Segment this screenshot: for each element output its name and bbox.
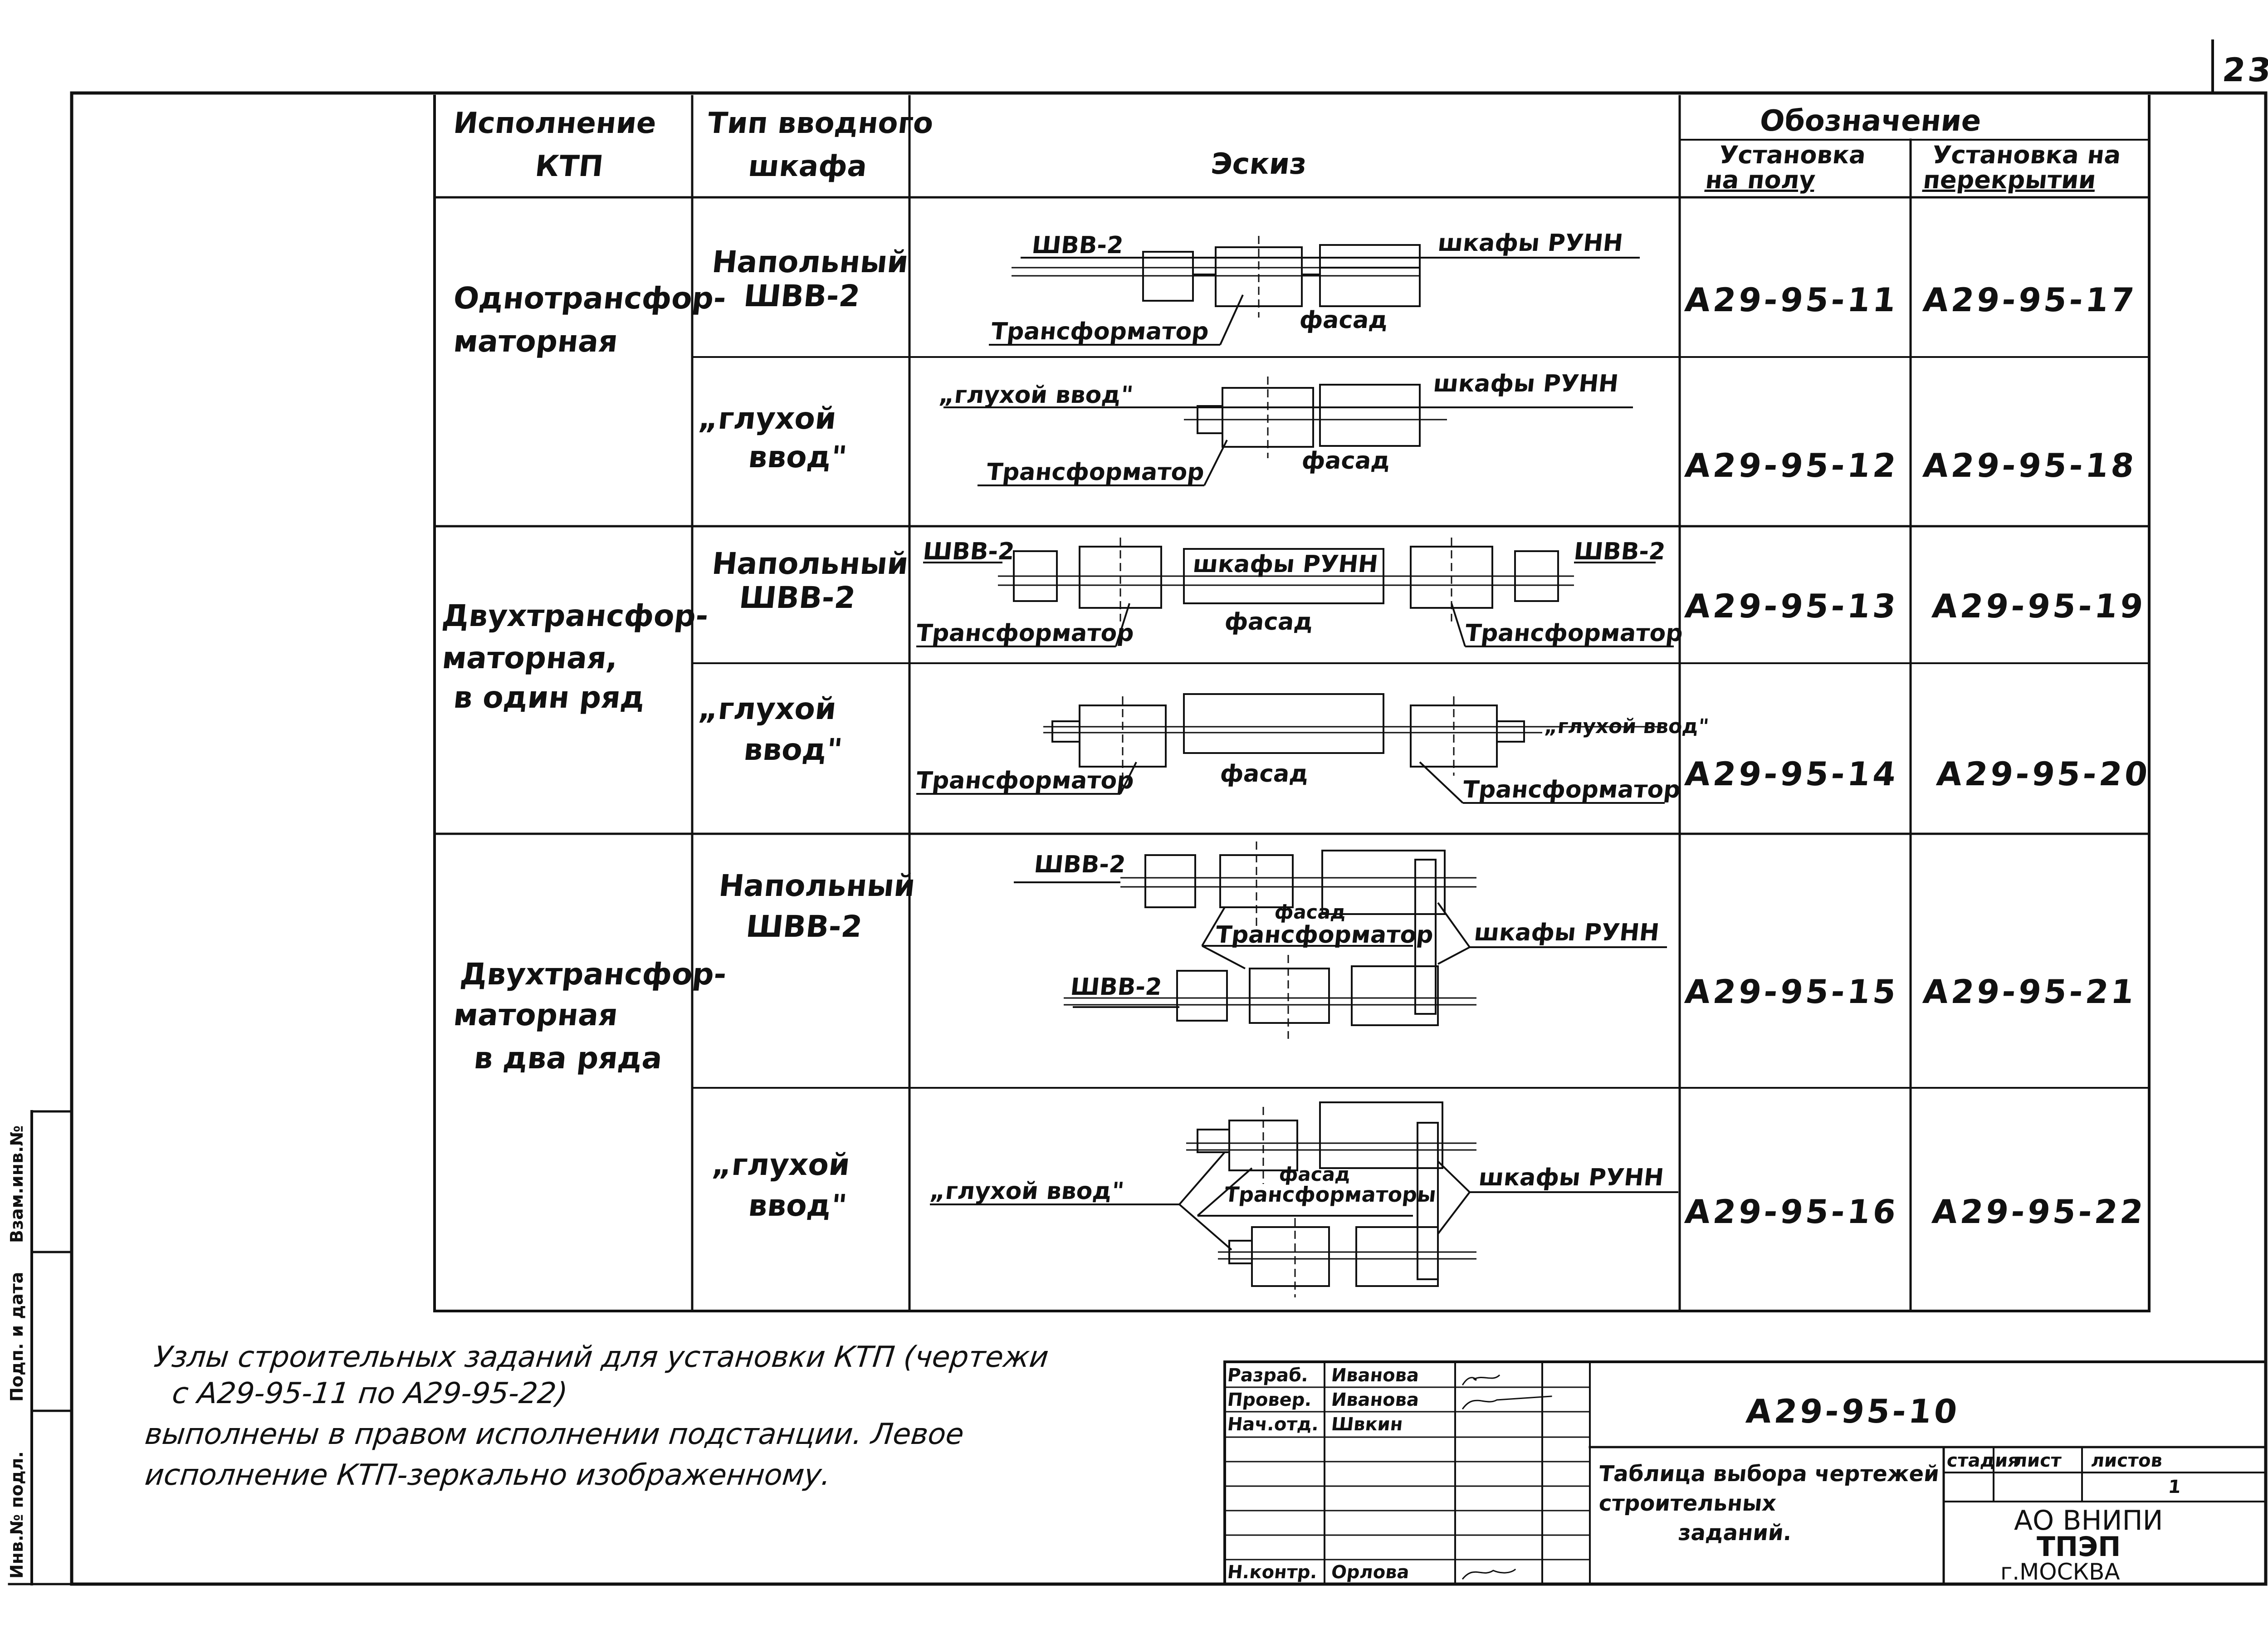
sketch-label-shvv: ШВВ-2 <box>1069 974 1163 1001</box>
tb-role-norm-control: Н.контр. <box>1226 1562 1319 1583</box>
code-ceiling: А29-95-22 <box>1930 1193 2148 1231</box>
side-stamp-inv-original: Инв.№ подл. <box>7 1451 27 1579</box>
group-label-line2: маторная <box>452 324 620 359</box>
group-label-line1: Двухтрансфор- <box>440 598 710 633</box>
code-floor: А29-95-11 <box>1683 281 1901 319</box>
note-line1: Узлы строительных заданий для установки … <box>152 1340 1051 1374</box>
sketch-label-transformer: Трансформатор <box>1463 620 1684 647</box>
input-type-line2: ввод" <box>742 732 844 767</box>
sketch-label-dead-input: „глухой ввод" <box>937 382 1134 409</box>
sketch-label-transformer: Трансформатор <box>989 318 1210 345</box>
sketch-label-dead-input: „глухой ввод" <box>928 1178 1125 1205</box>
input-type-line1: Напольный <box>710 546 910 581</box>
sketch-label-cabinets: шкафы РУНН <box>1191 551 1379 578</box>
code-floor: А29-95-12 <box>1683 446 1901 484</box>
code-ceiling: А29-95-21 <box>1921 973 2139 1011</box>
group-label-line1: Однотрансфор- <box>452 281 728 316</box>
input-type-line1: „глухой <box>710 1147 852 1182</box>
group-label-line2: маторная, <box>440 641 620 675</box>
input-type-line1: „глухой <box>697 401 838 436</box>
tb-role-developer: Разраб. <box>1226 1365 1310 1386</box>
note-line4: исполнение КТП-зеркально изображенному. <box>143 1458 833 1492</box>
sketch-label-transformers: Трансформаторы <box>1223 1182 1437 1207</box>
group-label-line1: Двухтрансфор- <box>459 957 728 992</box>
sketch-label-transformer: Трансформатор <box>985 459 1206 486</box>
tb-name-head: Швкин <box>1330 1414 1404 1435</box>
code-ceiling: А29-95-19 <box>1930 587 2148 625</box>
group-label-line3: в два ряда <box>472 1041 664 1076</box>
sketch-label-facade: фасад <box>1218 760 1310 788</box>
tb-document-code: А29-95-10 <box>1744 1392 1962 1430</box>
input-type-line1: „глухой <box>697 691 838 726</box>
tb-stage-label: стадия <box>1945 1450 2021 1471</box>
tb-org-line3: г.МОСКВА <box>2000 1559 2120 1585</box>
header-floor-line1: Установка <box>1717 141 1867 169</box>
tb-sheets-value: 1 <box>2167 1477 2182 1497</box>
tb-name-norm-control: Орлова <box>1330 1562 1411 1583</box>
sketch-label-facade: фасад <box>1300 447 1392 475</box>
sketch-label-facade: фасад <box>1223 608 1315 636</box>
header-designation: Обозначение <box>1758 104 1983 138</box>
input-type-line2: ввод" <box>747 440 849 475</box>
input-type-line2: ШВВ-2 <box>742 279 862 313</box>
sheet-number: 23 <box>2220 51 2268 89</box>
sketch-label-shvv: ШВВ-2 <box>1030 232 1125 259</box>
sketch-label-shvv: ШВВ-2 <box>1032 851 1127 878</box>
sketch-linework <box>916 236 1678 1297</box>
header-input-type-line1: Тип вводного <box>706 107 935 140</box>
tb-title-line2: строительных <box>1598 1491 1778 1516</box>
note-line3: выполнены в правом исполнении подстанции… <box>143 1418 966 1451</box>
header-ceiling-line1: Установка на <box>1931 141 2122 169</box>
input-type-line1: Напольный <box>710 245 910 279</box>
tb-name-developer: Иванова <box>1330 1365 1420 1386</box>
side-stamp-signature-date: Подп. и дата <box>7 1272 27 1402</box>
sketch-label-facade: фасад <box>1273 901 1347 923</box>
sketch-label-facade: фасад <box>1298 307 1389 334</box>
group-label-line2: маторная <box>452 998 620 1032</box>
header-input-type-line2: шкафа <box>747 150 869 183</box>
sketch-label-shvv: ШВВ-2 <box>1572 538 1667 565</box>
code-ceiling: А29-95-17 <box>1921 281 2139 319</box>
sketch-label-dead-input: „глухой ввод" <box>1543 715 1710 738</box>
sketch-label-transformer: Трансформатор <box>914 767 1135 794</box>
code-ceiling: А29-95-18 <box>1921 446 2139 484</box>
tb-sheet-label: лист <box>2013 1450 2063 1471</box>
code-floor: А29-95-14 <box>1683 755 1901 793</box>
input-type-line2: ШВВ-2 <box>744 909 864 944</box>
sketch-label-cabinets: шкафы РУНН <box>1436 230 1624 257</box>
side-stamp-replaced-inv: Взам.инв.№ <box>7 1125 27 1243</box>
note-line2: с А29-95-11 по А29-95-22) <box>171 1377 569 1410</box>
sketch-label-transformer: Трансформатор <box>914 620 1135 647</box>
header-sketch: Эскиз <box>1209 147 1309 181</box>
tb-role-checker: Провер. <box>1226 1389 1313 1410</box>
code-floor: А29-95-16 <box>1683 1193 1901 1231</box>
sketch-label-transformer: Трансформатор <box>1461 776 1682 803</box>
input-type-line1: Напольный <box>717 868 917 903</box>
tb-org-line2: ТПЭП <box>2037 1531 2121 1563</box>
header-execution-line1: Исполнение <box>452 107 658 140</box>
code-floor: А29-95-15 <box>1683 973 1901 1011</box>
tb-title-line1: Таблица выбора чертежей <box>1598 1461 1941 1487</box>
code-ceiling: А29-95-20 <box>1935 755 2152 793</box>
group-label-line3: в один ряд <box>452 680 647 715</box>
input-type-line2: ШВВ-2 <box>738 580 857 615</box>
sketch-label-shvv: ШВВ-2 <box>921 538 1016 565</box>
header-execution-line2: КТП <box>533 150 605 183</box>
code-floor: А29-95-13 <box>1683 587 1901 625</box>
tb-org-line1: АО ВНИПИ <box>2014 1505 2163 1536</box>
tb-name-checker: Иванова <box>1330 1389 1420 1410</box>
tb-title-line3: заданий. <box>1677 1520 1794 1546</box>
sketch-label-transformer: Трансформатор <box>1214 921 1435 949</box>
header-ceiling-line2: перекрытии <box>1921 166 2097 194</box>
sketch-label-cabinets: шкафы РУНН <box>1477 1164 1665 1191</box>
tb-role-head: Нач.отд. <box>1226 1414 1320 1435</box>
tb-sheets-label: листов <box>2090 1450 2164 1471</box>
input-type-line2: ввод" <box>747 1188 849 1223</box>
sketch-label-facade: фасад <box>1278 1163 1352 1185</box>
sketch-label-cabinets: шкафы РУНН <box>1472 919 1661 946</box>
header-floor-line2: на полу <box>1704 166 1817 194</box>
sketch-label-cabinets: шкафы РУНН <box>1432 370 1620 397</box>
